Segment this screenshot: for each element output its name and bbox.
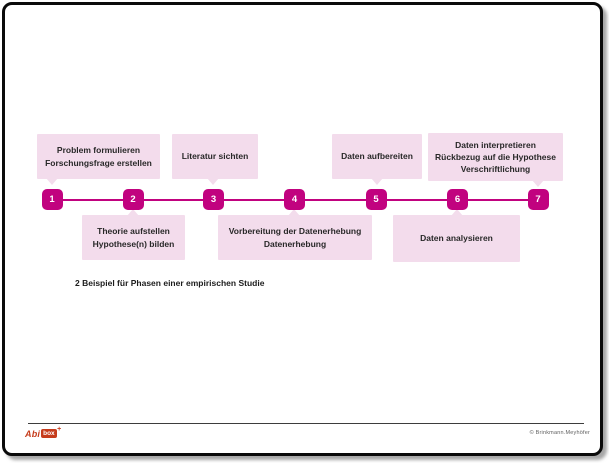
logo-text-box: box [41, 429, 57, 438]
phase-line: Daten aufbereiten [341, 151, 413, 162]
phase-box-literatur-sichten: Literatur sichten [172, 134, 258, 185]
figure-caption: 2 Beispiel für Phasen einer empirischen … [75, 278, 265, 288]
pointer-tail [127, 209, 139, 216]
phase-line: Theorie aufstellen [97, 226, 170, 236]
phase-box-datenerhebung: Vorbereitung der Datenerhebung Datenerhe… [218, 209, 372, 260]
phase-line: Rückbezug auf die Hypothese [435, 152, 556, 162]
phase-box-daten-aufbereiten: Daten aufbereiten [332, 134, 422, 185]
timeline-marker-3: 3 [203, 189, 224, 210]
pointer-tail [532, 180, 544, 187]
phase-line: Daten interpretieren [455, 140, 536, 150]
logo-plus-mark: + [57, 426, 62, 433]
slide-page: Problem formulieren Forschungsfrage erst… [2, 2, 603, 456]
pointer-tail [288, 209, 300, 216]
pointer-tail [371, 178, 383, 185]
pointer-tail [207, 178, 219, 185]
phase-line: Literatur sichten [181, 151, 249, 162]
footer-divider [28, 423, 584, 424]
phase-line: Hypothese(n) bilden [92, 238, 175, 249]
phase-line: Verschriftlichung [460, 164, 531, 174]
timeline-marker-1: 1 [41, 189, 63, 210]
phase-line: Datenerhebung [263, 238, 327, 249]
timeline-marker-4: 4 [284, 189, 305, 210]
timeline-marker-2: 2 [122, 189, 144, 210]
publisher-credit: © Brinkmann.Meyhöfer [529, 430, 590, 436]
pointer-tail [46, 178, 58, 185]
logo-text-abi: Abi [25, 428, 41, 439]
phase-line: Problem formulieren [56, 145, 141, 155]
phase-line: Daten analysieren [420, 233, 493, 244]
phase-box-daten-analysieren: Daten analysieren [393, 209, 520, 262]
phase-line: Vorbereitung der Datenerhebung [228, 226, 362, 236]
phase-box-daten-interpretieren: Daten interpretieren Rückbezug auf die H… [428, 133, 563, 187]
pointer-tail [451, 209, 463, 216]
timeline-marker-7: 7 [527, 189, 549, 210]
phase-box-problem-formulieren: Problem formulieren Forschungsfrage erst… [37, 134, 160, 185]
timeline-marker-5: 5 [365, 189, 387, 210]
phase-line: Forschungsfrage erstellen [45, 157, 152, 168]
phase-box-theorie-aufstellen: Theorie aufstellen Hypothese(n) bilden [82, 209, 185, 260]
timeline-marker-6: 6 [447, 189, 468, 210]
